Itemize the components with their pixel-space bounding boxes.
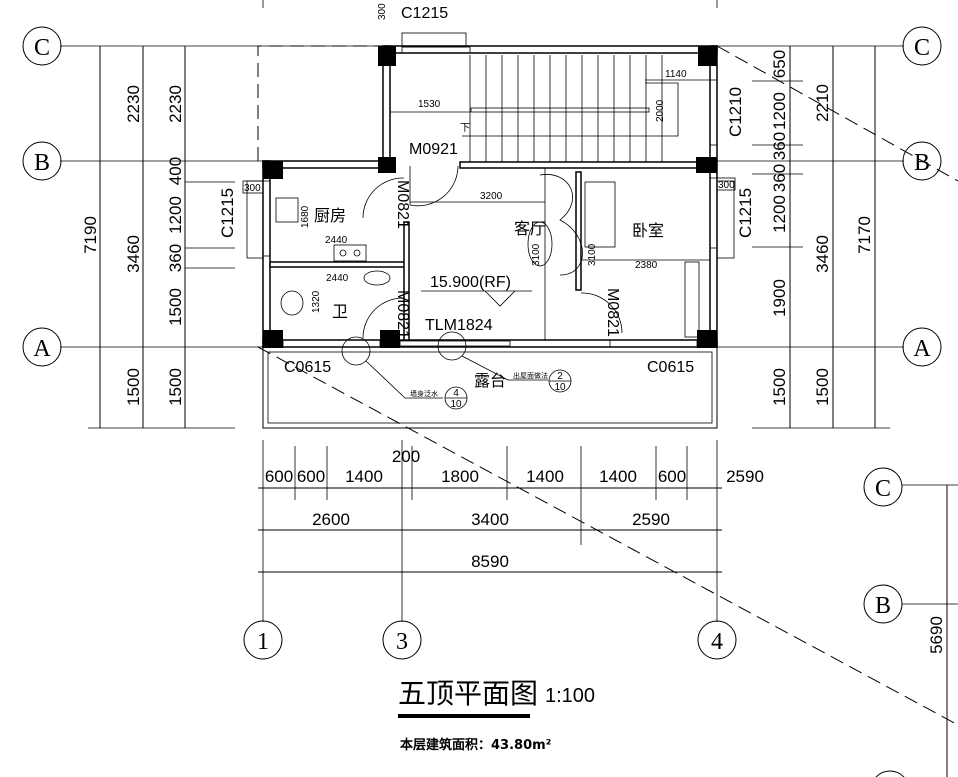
callout-note: 出屋面做法 (513, 371, 548, 380)
dim-label: 360 (770, 164, 789, 192)
dim-label: 2440 (326, 273, 349, 284)
axis-3: 3 (396, 629, 408, 655)
dim-total-right: 7170 (855, 216, 874, 254)
dim-label: 360 (770, 132, 789, 160)
axis-c-partial: C (875, 476, 891, 502)
dim-label: 300 (377, 3, 388, 20)
window-label: C1210 (726, 87, 745, 137)
grid-lines (60, 0, 904, 622)
dim-label: 1500 (813, 368, 832, 406)
left-dimensions: 7190 2230 3460 1500 2230 400 1200 360 15… (81, 46, 237, 428)
callout-sheet: 10 (554, 382, 566, 393)
room-living: 客厅 (514, 219, 546, 238)
dim-total-bottom: 8590 (471, 552, 509, 571)
window-label: C1215 (736, 188, 755, 238)
axis-4: 4 (711, 629, 723, 655)
door-m0821: M0821 (604, 288, 621, 337)
dim-label: 1400 (345, 467, 383, 486)
window-c0615-left: C0615 (284, 359, 331, 376)
dim-label: 1500 (166, 368, 185, 406)
window-c1215-top: C1215 (401, 5, 448, 22)
callout-note: 墙身泛水 (410, 389, 438, 398)
staircase (390, 55, 710, 162)
dim-label: 2600 (312, 510, 350, 529)
dim-label: 1140 (665, 69, 687, 80)
room-kitchen: 厨房 (314, 206, 346, 225)
dim-label: 3100 (531, 243, 542, 266)
dim-label: 2590 (726, 467, 764, 486)
axis-b-partial: B (875, 593, 891, 619)
dim-label: 2440 (325, 235, 348, 246)
dim-label: 2230 (166, 85, 185, 123)
partial-plan: C B 5690 (863, 467, 958, 777)
dim-label: 600 (658, 467, 686, 486)
floor-area: 本层建筑面积：43.80m² (400, 737, 551, 753)
room-bedroom: 卧室 (632, 221, 664, 240)
window-c0615-right: C0615 (647, 359, 694, 376)
dim-label: 1900 (770, 279, 789, 317)
right-dimensions: 650 1200 360 360 1200 1900 1500 2210 346… (726, 46, 876, 428)
dim-label: 2210 (813, 84, 832, 122)
axis-c-left: C (34, 35, 50, 61)
door-m0821: M0821 (394, 290, 411, 339)
dim-label: 2230 (124, 85, 143, 123)
detail-callouts: 墙身泛水 4 10 出屋面做法 2 10 (341, 331, 572, 410)
dim-label: 3460 (813, 235, 832, 273)
dim-label: 3100 (587, 243, 598, 266)
axis-b-left: B (34, 150, 50, 176)
dim-label: 1680 (300, 205, 311, 228)
dim-label: 1200 (770, 195, 789, 233)
door-m0921: M0921 (409, 141, 458, 158)
dim-label: 5690 (927, 616, 946, 654)
drawing-title: 五顶平面图 1:100 本层建筑面积：43.80m² (398, 677, 595, 753)
dim-label: 1320 (311, 290, 322, 313)
dim-label: 1530 (418, 99, 441, 110)
axis-1: 1 (257, 629, 269, 655)
room-terrace: 露台 (474, 371, 506, 390)
dim-label: 650 (770, 50, 789, 78)
dashed-lines (257, 45, 958, 726)
callout-num: 4 (453, 388, 459, 399)
callout-num: 2 (557, 371, 563, 382)
dim-label: 2380 (635, 260, 658, 271)
dim-label: 1400 (526, 467, 564, 486)
dim-label: 400 (166, 157, 185, 185)
dim-label: 1800 (441, 467, 479, 486)
dim-label: 2000 (655, 99, 666, 122)
dim-label: 1500 (124, 368, 143, 406)
elevation-label: 15.900(RF) (430, 274, 511, 291)
stair-down-label: 下 (460, 123, 470, 134)
dim-label: 300 (244, 183, 261, 194)
dim-label: 2590 (632, 510, 670, 529)
bottom-dimensions: 600 600 1400 200 1800 1400 1400 600 2590… (258, 446, 764, 573)
dim-label: 200 (392, 447, 420, 466)
window-label: C1215 (218, 188, 237, 238)
dim-label: 300 (718, 180, 735, 191)
room-bathroom: 卫 (332, 302, 348, 321)
dim-label: 600 (265, 467, 293, 486)
dim-label: 1500 (770, 368, 789, 406)
dim-label: 360 (166, 244, 185, 272)
dim-label: 600 (297, 467, 325, 486)
axis-bubbles: C B A C B A 1 3 4 (22, 26, 942, 660)
dim-label: 3200 (480, 191, 503, 202)
axis-b-right: B (914, 150, 930, 176)
door-tlm1824: TLM1824 (425, 317, 493, 334)
callout-sheet: 10 (450, 399, 462, 410)
building-walls (246, 32, 735, 429)
dim-label: 1200 (770, 92, 789, 130)
axis-a-right: A (913, 336, 931, 362)
plan-scale: 1:100 (545, 685, 595, 707)
door-m0821: M0821 (394, 180, 411, 229)
axis-a-left: A (33, 336, 51, 362)
dim-label: 3460 (124, 235, 143, 273)
plan-labels: C1215 300 M0921 下 M0821 M0821 M0821 TLM1… (242, 3, 736, 390)
dim-label: 1400 (599, 467, 637, 486)
plan-title: 五顶平面图 (398, 677, 538, 710)
dim-total-left: 7190 (81, 216, 100, 254)
dim-label: 1200 (166, 196, 185, 234)
dim-label: 3400 (471, 510, 509, 529)
dim-label: 1500 (166, 288, 185, 326)
axis-c-right: C (914, 35, 930, 61)
